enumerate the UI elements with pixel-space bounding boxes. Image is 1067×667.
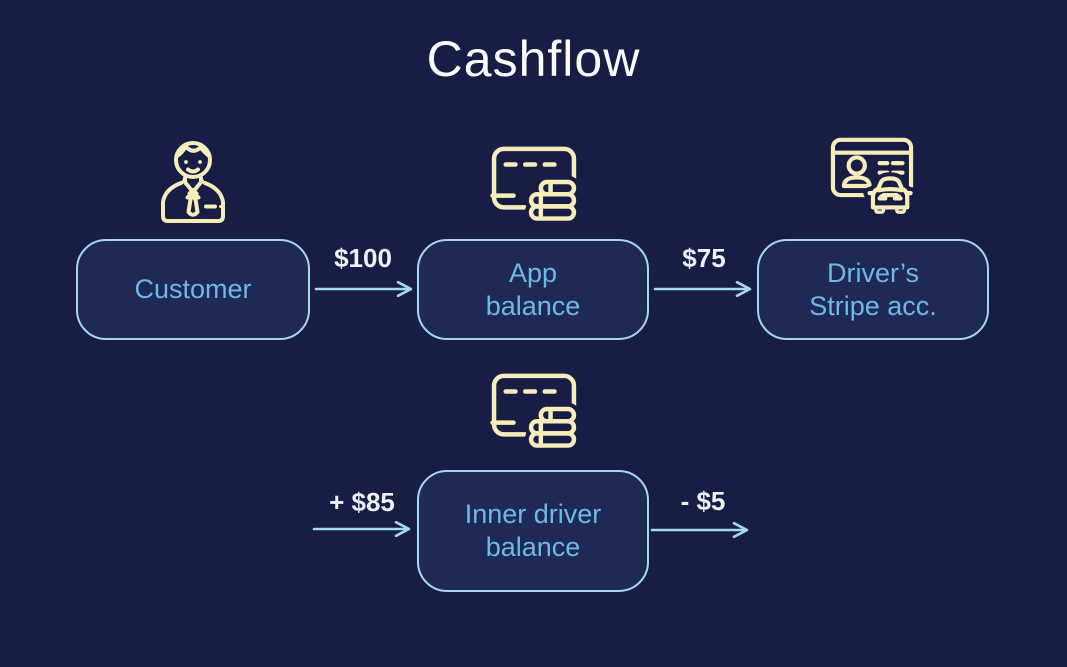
arrow-app-balance-to-driver-stripe-icon — [653, 280, 752, 298]
credit-card-coins-icon — [490, 373, 578, 448]
node-customer: Customer — [76, 239, 310, 340]
arrow-out-of-inner-driver-balance-icon — [650, 521, 749, 539]
flow-amount: $100 — [334, 243, 392, 273]
node-label: Driver’s — [826, 257, 919, 288]
node-inner-driver-balance: Inner driver balance — [417, 470, 649, 592]
flow-amount: - $5 — [680, 486, 726, 516]
node-driver-stripe-account: Driver’s Stripe acc. — [757, 239, 989, 340]
driver-license-car-icon — [830, 137, 915, 216]
flow-amount: + $85 — [329, 487, 395, 517]
arrow-into-inner-driver-balance-icon — [312, 520, 411, 538]
diagram-title: Cashflow — [426, 31, 641, 87]
node-label: Inner driver — [464, 499, 602, 529]
node-label: Stripe acc. — [809, 290, 937, 321]
node-label: App — [508, 257, 558, 288]
node-label: Customer — [134, 274, 252, 304]
person-icon — [161, 141, 225, 223]
node-app-balance: App balance — [417, 239, 649, 340]
node-label: balance — [485, 290, 581, 321]
flow-amount: $75 — [682, 243, 726, 273]
node-label: balance — [485, 532, 581, 562]
credit-card-coins-icon — [490, 146, 578, 221]
arrow-customer-to-app-balance-icon — [314, 280, 413, 298]
